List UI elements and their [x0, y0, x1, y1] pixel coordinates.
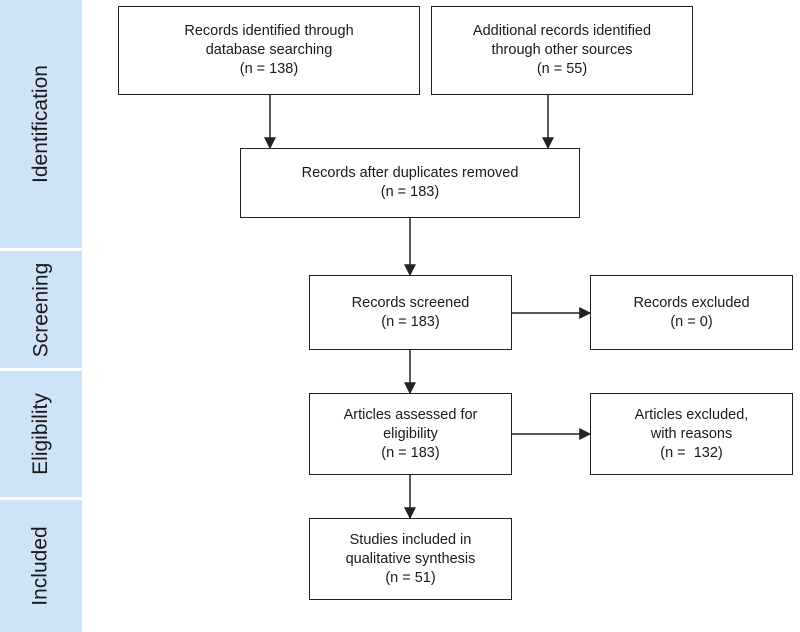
box-articles-assessed: Articles assessed for eligibility (n = 1…	[309, 393, 512, 475]
excluded-count: (n = 0)	[670, 313, 713, 330]
excluded-line1: Records excluded	[633, 294, 750, 311]
box-other-records: Additional records identified through ot…	[431, 6, 693, 95]
box-records-screened: Records screened (n = 183)	[309, 275, 512, 350]
assessed-count: (n = 183)	[381, 444, 440, 461]
box-articles-excluded: Articles excluded, with reasons (n = 132…	[590, 393, 793, 475]
stage-eligibility: Eligibility	[0, 371, 82, 497]
database-records-line1: Records identified through	[184, 23, 354, 39]
other-records-line1: Additional records identified	[472, 23, 652, 39]
assessed-line2: eligibility	[383, 425, 438, 442]
articles-excluded-line2: with reasons	[650, 425, 733, 442]
assessed-line1: Articles assessed for	[343, 406, 478, 423]
stage-screening: Screening	[0, 251, 82, 368]
included-line1: Studies included in	[349, 531, 472, 548]
database-records-count: (n = 138)	[239, 61, 299, 77]
screened-line1: Records screened	[351, 294, 470, 311]
stage-label-eligibility: Eligibility	[28, 393, 52, 475]
box-after-duplicates: Records after duplicates removed (n = 18…	[240, 148, 580, 218]
articles-excluded-line1: Articles excluded,	[634, 406, 749, 423]
articles-excluded-count: (n = 132)	[660, 444, 723, 461]
after-duplicates-line1: Records after duplicates removed	[301, 165, 519, 181]
box-database-records: Records identified through database sear…	[118, 6, 420, 95]
included-count: (n = 51)	[385, 569, 436, 586]
stage-label-included: Included	[29, 526, 52, 606]
database-records-line2: database searching	[205, 42, 333, 58]
after-duplicates-count: (n = 183)	[380, 184, 440, 200]
other-records-line2: through other sources	[491, 42, 633, 58]
other-records-count: (n = 55)	[536, 61, 588, 77]
screened-count: (n = 183)	[381, 313, 440, 330]
stage-identification: Identification	[0, 0, 82, 248]
stage-label-screening: Screening	[29, 262, 52, 357]
included-line2: qualitative synthesis	[345, 550, 476, 567]
stage-included: Included	[0, 500, 82, 632]
stage-label-identification: Identification	[29, 65, 53, 183]
box-records-excluded: Records excluded (n = 0)	[590, 275, 793, 350]
box-studies-included: Studies included in qualitative synthesi…	[309, 518, 512, 600]
